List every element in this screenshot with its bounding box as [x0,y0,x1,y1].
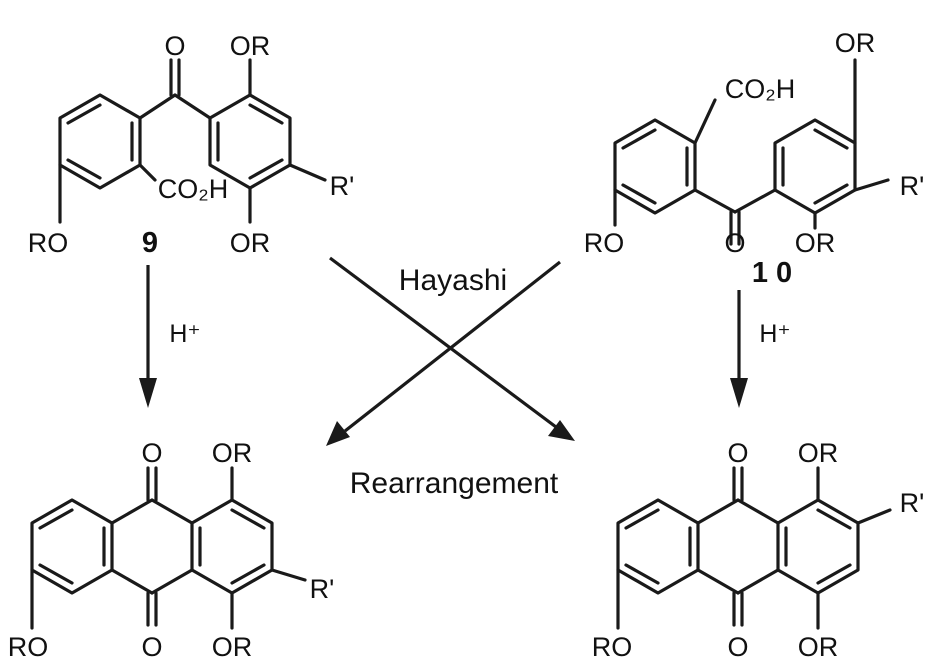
anthraquinone-right-top-or: OR [798,438,839,468]
compound-10-carboxylic-acid: CO₂H [725,74,795,104]
compound-9-bottom-or: OR [230,228,271,258]
compound-10-ketone-oxygen: O [724,228,745,258]
arrow-left-down [139,265,157,408]
compound-9-bonds [58,58,327,224]
anthraquinone-left-ro: RO [8,632,49,662]
compound-9-top-or: OR [230,31,271,61]
anthraquinone-left-bonds [30,466,307,630]
anthraquinone-right-r-prime: R' [900,488,925,518]
compound-10-bottom-or: OR [795,228,836,258]
cross-arrow-to-left [326,260,561,446]
compound-10-top-or: OR [835,28,876,58]
anthraquinone-right-bottom-or: OR [798,632,839,662]
compound-10: OR CO₂H R' RO O OR 1 0 [584,28,925,289]
cross-arrow-to-right [329,256,575,441]
anthraquinone-right-ro: RO [592,632,633,662]
anthraquinone-right-bottom-oxygen: O [727,632,748,662]
rearrangement-label: Rearrangement [350,467,559,500]
anthraquinone-left-r-prime: R' [310,574,335,604]
reagent-h-plus-right: H⁺ [759,320,790,348]
compound-9: O OR R' CO₂H RO OR 9 [28,31,355,259]
compound-9-r-prime: R' [330,171,355,201]
anthraquinone-left: O OR R' RO O OR [8,438,335,662]
anthraquinone-left-top-oxygen: O [141,438,162,468]
anthraquinone-right-bonds [616,466,892,630]
compound-9-carboxylic-acid: CO₂H [158,174,228,204]
anthraquinone-right: O OR R' RO O OR [592,438,925,662]
compound-10-ro: RO [584,228,625,258]
anthraquinone-left-top-or: OR [212,438,253,468]
reagent-h-plus-left: H⁺ [169,320,200,348]
compound-9-ro: RO [28,228,69,258]
compound-10-r-prime: R' [900,171,925,201]
compound-10-number: 1 0 [752,257,792,289]
anthraquinone-right-top-oxygen: O [727,438,748,468]
anthraquinone-left-bottom-or: OR [212,632,253,662]
hayashi-label: Hayashi [399,264,507,297]
anthraquinone-left-bottom-oxygen: O [141,632,162,662]
compound-10-bonds [613,58,890,246]
arrow-right-down [730,290,748,408]
compound-9-number: 9 [142,227,158,259]
compound-9-ketone-oxygen: O [164,31,185,61]
